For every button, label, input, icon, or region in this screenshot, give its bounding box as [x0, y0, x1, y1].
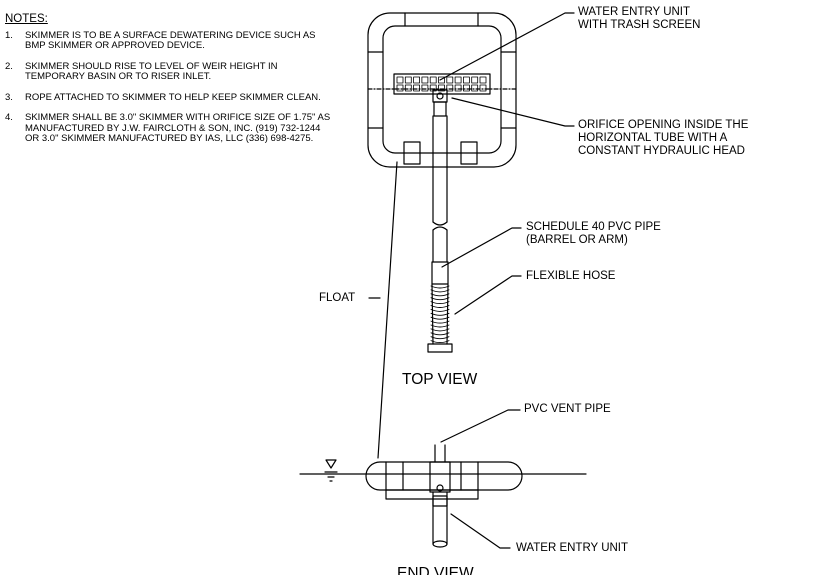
callout-pvc-pipe: SCHEDULE 40 PVC PIPE (BARREL OR ARM) — [526, 221, 661, 247]
barrel-pipe-top-view — [431, 115, 449, 285]
top-view-title: TOP VIEW — [402, 371, 478, 388]
callout-float: FLOAT — [319, 292, 356, 304]
note-text: SKIMMER SHALL BE 3.0" SKIMMER WITH ORIFI… — [25, 112, 331, 144]
note-text: SKIMMER IS TO BE A SURFACE DEWATERING DE… — [25, 29, 316, 51]
callout-line: CONSTANT HYDRAULIC HEAD — [578, 145, 745, 157]
note-item: 1. SKIMMER IS TO BE A SURFACE DEWATERING… — [5, 29, 335, 52]
vent-pipe-end-view — [429, 444, 451, 493]
water-surface-line — [299, 459, 587, 482]
barrel-pipe-end-view — [432, 491, 448, 548]
note-number: 2. — [5, 60, 13, 72]
note-number: 4. — [5, 112, 13, 123]
note-text: SKIMMER SHOULD RISE TO LEVEL OF WEIR HEI… — [25, 60, 278, 82]
callout-orifice-opening: ORIFICE OPENING INSIDE THE HORIZONTAL TU… — [578, 119, 748, 158]
callout-pvc-vent-pipe: PVC VENT PIPE — [524, 403, 611, 415]
notes-block: NOTES: 1. SKIMMER IS TO BE A SURFACE DEW… — [5, 14, 335, 155]
tee-fitting-top-view — [432, 89, 448, 117]
note-item: 2. SKIMMER SHOULD RISE TO LEVEL OF WEIR … — [5, 60, 335, 83]
callout-water-entry-unit: WATER ENTRY UNIT WITH TRASH SCREEN — [578, 6, 700, 32]
callout-line: HORIZONTAL TUBE WITH A — [578, 132, 728, 144]
hose-end-fitting — [427, 343, 453, 353]
note-text: ROPE ATTACHED TO SKIMMER TO HELP KEEP SK… — [25, 91, 321, 103]
note-number: 3. — [5, 91, 13, 103]
notes-title: NOTES: — [5, 13, 48, 25]
end-view-title: END VIEW — [397, 565, 474, 575]
callout-water-entry-unit-end: WATER ENTRY UNIT — [516, 542, 629, 554]
leader-lines — [368, 12, 575, 549]
note-item: 4. SKIMMER SHALL BE 3.0" SKIMMER WITH OR… — [5, 112, 335, 145]
callout-line: WITH TRASH SCREEN — [578, 19, 701, 31]
trash-screen-top-view — [393, 73, 491, 95]
callout-flexible-hose: FLEXIBLE HOSE — [526, 270, 616, 282]
float-end-view — [365, 461, 523, 500]
float-frame-top-view — [367, 12, 517, 168]
float-rope — [377, 161, 398, 459]
callout-line: SCHEDULE 40 PVC PIPE — [526, 221, 661, 233]
note-number: 1. — [5, 29, 13, 41]
callout-line: WATER ENTRY UNIT — [578, 6, 691, 18]
note-item: 3. ROPE ATTACHED TO SKIMMER TO HELP KEEP… — [5, 91, 335, 104]
callout-line: (BARREL OR ARM) — [526, 234, 628, 246]
float-caps-top-view — [403, 141, 478, 165]
callout-line: ORIFICE OPENING INSIDE THE — [578, 119, 749, 131]
flexible-hose-top-view — [430, 283, 450, 345]
